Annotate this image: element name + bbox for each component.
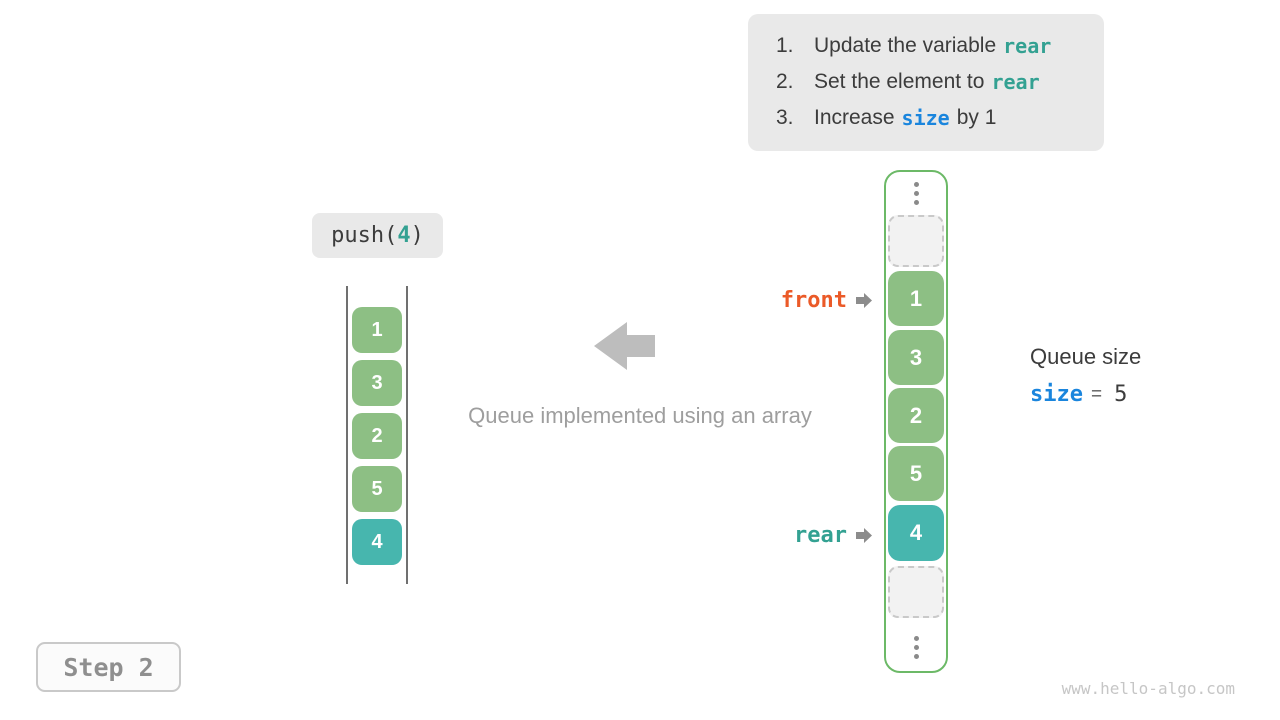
size-value: 5 (1114, 382, 1128, 407)
operation-suffix: ) (410, 223, 424, 248)
ellipsis-icon (886, 636, 946, 659)
queue-size-value-line: size = 5 (1030, 382, 1141, 407)
operation-argument: 4 (397, 223, 411, 248)
queue-size-title: Queue size (1030, 344, 1142, 369)
caption-text: Queue implemented using an array (468, 403, 812, 428)
rear-pointer-label: rear (794, 522, 847, 548)
instruction-item-2: 2. Set the element to rear (776, 64, 1104, 100)
operation-prefix: push( (331, 223, 398, 248)
size-variable: size (1030, 382, 1083, 407)
array-cell-pushed: 4 (888, 505, 944, 561)
instructions-box: 1. Update the variable rear 2. Set the e… (748, 14, 1104, 151)
pointer-arrow-icon (855, 292, 872, 308)
array-cell: 1 (888, 271, 944, 326)
left-arrow-icon (594, 322, 655, 370)
array-cell: 2 (888, 388, 944, 443)
queue-size-panel: Queue size size = 5 (1030, 344, 1141, 407)
queue-cell: 1 (352, 307, 402, 353)
watermark-text: www.hello-algo.com (1061, 679, 1235, 698)
array-cell: 3 (888, 330, 944, 385)
empty-slot (888, 566, 944, 618)
ellipsis-icon (886, 182, 946, 205)
instruction-number: 2. (776, 70, 794, 93)
code-token-size: size (901, 106, 950, 130)
queue-cell: 3 (352, 360, 402, 406)
instruction-item-1: 1. Update the variable rear (776, 28, 1104, 64)
code-token-rear: rear (991, 70, 1040, 94)
array-cell: 5 (888, 446, 944, 501)
front-pointer-label: front (780, 287, 847, 313)
queue-cell-pushed: 4 (352, 519, 402, 565)
step-badge: Step 2 (36, 642, 181, 692)
rear-pointer: rear (700, 521, 872, 549)
array-container: 1 3 2 5 4 (884, 170, 948, 673)
instruction-number: 3. (776, 106, 794, 129)
instruction-text-after: by 1 (956, 106, 997, 129)
equals-sign: = (1090, 383, 1103, 405)
instruction-text: Increase (814, 106, 895, 129)
instruction-number: 1. (776, 34, 794, 57)
code-token-rear: rear (1003, 34, 1052, 58)
operation-badge: push( 4 ) (312, 213, 443, 258)
pointer-arrow-icon (855, 527, 872, 543)
empty-slot (888, 215, 944, 267)
instruction-text: Update the variable (814, 34, 997, 57)
instruction-item-3: 3. Increase size by 1 (776, 100, 1104, 136)
queue-cell: 5 (352, 466, 402, 512)
front-pointer: front (700, 286, 872, 314)
queue-cell: 2 (352, 413, 402, 459)
instruction-text: Set the element to (814, 70, 985, 93)
queue-abstract-view: 1 3 2 5 4 (346, 286, 408, 584)
